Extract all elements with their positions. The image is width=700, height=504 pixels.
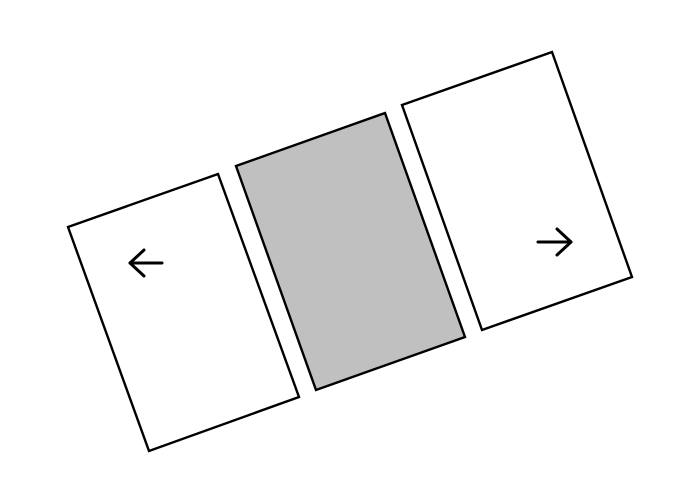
left-panel [66,172,301,453]
arrow-right-icon [536,227,573,257]
right-panel [400,50,634,332]
panel-group [66,50,634,453]
center-panel [234,111,467,392]
arrow-left-icon [128,248,164,278]
